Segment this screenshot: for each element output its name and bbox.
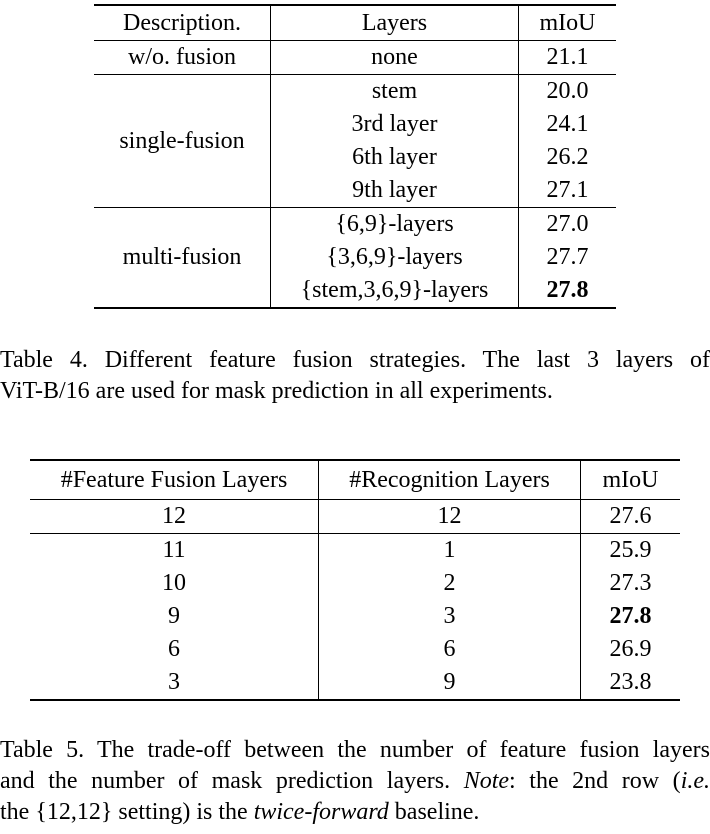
group-description: single-fusion <box>94 74 271 208</box>
table-row: 9th layer 27.1 <box>94 174 616 208</box>
table-5-caption: Table 5. The trade-off between the numbe… <box>0 735 710 828</box>
column-header: Layers <box>270 5 519 41</box>
table-5-caption-line-3: the {12,12} setting) is the twice-forwar… <box>0 797 710 828</box>
layers-cell: {6,9}-layers <box>270 207 519 241</box>
column-header: mIoU <box>602 466 659 493</box>
column-header: mIoU <box>539 9 596 36</box>
table-5-caption-line-2: and the number of mask prediction layers… <box>0 766 710 797</box>
miou-cell: 21.1 <box>518 40 616 75</box>
caption-note-label: Note <box>463 768 510 794</box>
caption-text: and the number of mask prediction layers… <box>0 768 451 794</box>
column-header: #Feature Fusion Layers <box>60 466 288 493</box>
layers-cell: 9th layer <box>270 174 519 208</box>
table-5-caption-line-1: Table 5. The trade-off between the numbe… <box>0 737 710 763</box>
layers-cell: {3,6,9}-layers <box>270 241 519 274</box>
caption-text: baseline. <box>394 799 480 825</box>
table-row: 10 2 27.3 <box>30 567 680 600</box>
table-row: 6th layer 26.2 <box>94 141 616 174</box>
fusion-layers-cell: 11 <box>30 533 319 567</box>
table-row: 9 3 27.8 <box>30 600 680 633</box>
miou-cell: 27.8 <box>546 277 589 303</box>
miou-cell: 23.8 <box>609 669 652 695</box>
recognition-layers-cell: 1 <box>318 533 581 567</box>
fusion-layers-cell: 9 <box>168 603 180 629</box>
group-description: w/o. fusion <box>94 40 271 75</box>
miou-cell: 27.6 <box>580 499 680 534</box>
column-header: #Recognition Layers <box>318 460 581 500</box>
fusion-layers-cell: 3 <box>168 669 180 695</box>
miou-cell: 27.7 <box>546 244 589 270</box>
layers-cell: none <box>270 40 519 75</box>
table-4-caption-line-1: Table 4. Different feature fusion strate… <box>0 347 710 373</box>
table-5: #Feature Fusion Layers #Recognition Layer… <box>30 459 680 701</box>
group-description: multi-fusion <box>94 207 271 308</box>
table-row: {stem,3,6,9}-layers 27.8 <box>94 274 616 308</box>
recognition-layers-cell: 6 <box>318 633 581 666</box>
miou-cell: 27.8 <box>609 603 652 629</box>
table-row: 3rd layer 24.1 <box>94 108 616 141</box>
fusion-layers-cell: 6 <box>168 636 180 662</box>
miou-cell: 27.1 <box>546 177 589 203</box>
table-4-caption: Table 4. Different feature fusion strate… <box>0 345 710 407</box>
miou-cell: 26.9 <box>609 636 652 662</box>
layers-cell: {stem,3,6,9}-layers <box>270 274 519 308</box>
caption-ie: i.e. <box>680 768 710 794</box>
caption-twice-forward: twice-forward <box>253 799 389 825</box>
header-row: #Feature Fusion Layers #Recognition Layer… <box>30 460 680 500</box>
table-4-caption-line-2: ViT-B/16 are used for mask prediction in… <box>0 378 553 404</box>
recognition-layers-cell: 2 <box>318 567 581 600</box>
recognition-layers-cell: 3 <box>318 600 581 633</box>
fusion-layers-cell: 10 <box>162 570 186 596</box>
miou-cell: 25.9 <box>580 533 680 567</box>
table-row: 6 6 26.9 <box>30 633 680 666</box>
layers-cell: stem <box>270 74 519 108</box>
layers-cell: 3rd layer <box>270 108 519 141</box>
column-header: Description. <box>123 9 241 36</box>
miou-cell: 26.2 <box>546 144 589 170</box>
miou-cell: 27.0 <box>518 207 616 241</box>
recognition-layers-cell: 12 <box>318 499 581 534</box>
miou-cell: 24.1 <box>546 111 589 137</box>
layers-cell: 6th layer <box>270 141 519 174</box>
recognition-layers-cell: 9 <box>318 666 581 700</box>
caption-text: the {12,12} setting) is the <box>0 799 248 825</box>
table-row: {3,6,9}-layers 27.7 <box>94 241 616 274</box>
fusion-layers-cell: 12 <box>30 499 319 534</box>
caption-text: : the 2nd row ( <box>509 768 681 794</box>
table-row: 3 9 23.8 <box>30 666 680 700</box>
miou-cell: 27.3 <box>609 570 652 596</box>
header-row: Description. Layers mIoU <box>94 5 616 41</box>
miou-cell: 20.0 <box>518 74 616 108</box>
